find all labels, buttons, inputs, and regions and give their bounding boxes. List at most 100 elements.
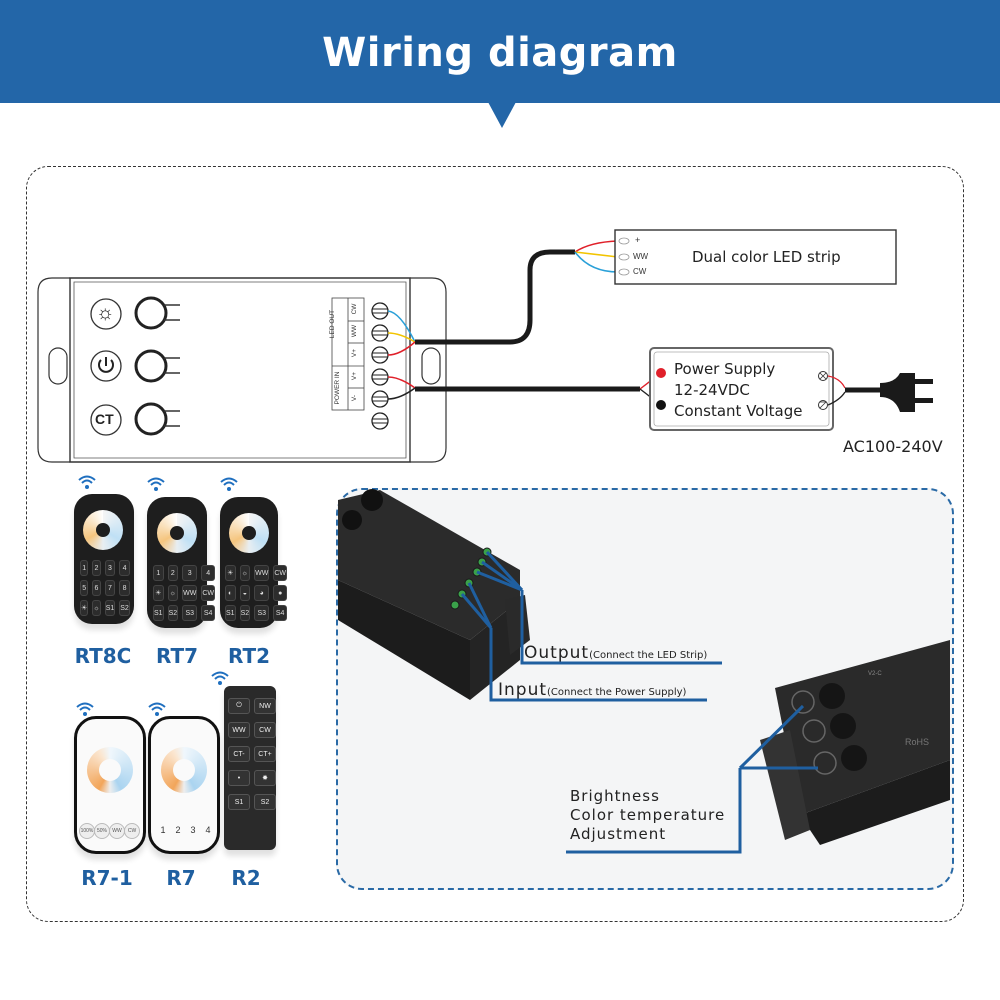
wifi-icon xyxy=(219,476,239,497)
key: 3 xyxy=(104,560,116,576)
psu-line-1: Power Supply xyxy=(674,360,776,378)
power-icon xyxy=(90,350,122,382)
key: CW xyxy=(124,823,140,839)
terminal-screws xyxy=(371,302,389,430)
key: WW xyxy=(182,585,198,601)
key: ☀ xyxy=(225,565,236,581)
pin-v-minus-in: V- xyxy=(351,394,358,402)
input-label: Input xyxy=(498,680,548,700)
header-banner: Wiring diagram xyxy=(0,0,1000,103)
key: S1 xyxy=(225,605,236,621)
model-label-rt2: RT2 xyxy=(227,644,271,668)
key: CT- xyxy=(228,746,250,762)
model-label-r2: R2 xyxy=(231,866,261,890)
pin-v-plus-in: V+ xyxy=(351,371,358,381)
pin-ww: WW xyxy=(351,324,358,338)
key: NW xyxy=(254,698,276,714)
key: S2 xyxy=(239,605,251,621)
ct-glyph: CT xyxy=(95,411,114,427)
key: S1 xyxy=(228,794,250,810)
key: S4 xyxy=(273,605,288,621)
key: S2 xyxy=(167,605,179,621)
strip-leads xyxy=(574,240,619,273)
key: ☼ xyxy=(239,565,251,581)
ac-voltage-label: AC100-240V xyxy=(843,437,943,456)
pin-v-plus-out: V+ xyxy=(351,348,358,358)
psu-line-3: Constant Voltage xyxy=(674,402,803,420)
led-cable xyxy=(415,249,575,345)
psu-line-2: 12-24VDC xyxy=(674,381,750,399)
diagram-frame xyxy=(26,166,964,922)
led-strip-box xyxy=(614,229,897,285)
wifi-icon xyxy=(147,701,167,722)
key: 4 xyxy=(119,560,130,576)
key: 1 xyxy=(80,560,89,576)
led-strip-title: Dual color LED strip xyxy=(692,248,841,266)
color-wheel xyxy=(157,513,197,553)
control-line-adjustment: Adjustment xyxy=(570,825,667,843)
ac-plug-icon xyxy=(827,373,933,412)
key: 6 xyxy=(92,580,101,596)
strip-pin-plus: + xyxy=(635,235,641,245)
knob-ct xyxy=(134,402,180,436)
model-label-rt8c: RT8C xyxy=(74,644,132,668)
key: CW xyxy=(273,565,288,581)
led-out-wires xyxy=(387,310,416,356)
key: ☼ xyxy=(92,600,101,616)
key: ☼ xyxy=(167,585,179,601)
banner-pointer xyxy=(488,102,516,128)
brightness-glyph: ☼ xyxy=(96,302,115,324)
strip-pin-ww: WW xyxy=(633,252,649,261)
wifi-icon xyxy=(77,474,97,495)
brightness-icon xyxy=(90,298,122,330)
key: CW xyxy=(201,585,216,601)
key: ◐ xyxy=(225,585,236,601)
key: S1 xyxy=(153,605,164,621)
key: 5 xyxy=(80,580,89,596)
key: 2 xyxy=(175,825,181,835)
color-wheel xyxy=(83,510,123,550)
key: CW xyxy=(254,722,276,738)
key: WW xyxy=(254,565,270,581)
color-wheel xyxy=(161,747,207,793)
wifi-icon xyxy=(146,476,166,497)
key: S1 xyxy=(104,600,116,616)
strip-pads xyxy=(618,237,630,276)
page-title: Wiring diagram xyxy=(322,30,678,76)
ct-icon xyxy=(90,404,122,436)
key: ⏻ xyxy=(228,698,250,714)
controller-outline xyxy=(37,277,447,463)
pin-cw: CW xyxy=(351,303,358,315)
key: 8 xyxy=(119,580,130,596)
control-line-brightness: Brightness xyxy=(570,787,660,805)
key: ☀ xyxy=(80,600,89,616)
key: • xyxy=(228,770,250,786)
knob-power xyxy=(134,349,180,383)
key: WW xyxy=(228,722,250,738)
model-label-r7-1: R7-1 xyxy=(81,866,133,890)
key: S3 xyxy=(254,605,270,621)
key: S3 xyxy=(182,605,198,621)
key: S2 xyxy=(119,600,130,616)
power-in-wires xyxy=(387,376,416,400)
input-note: (Connect the Power Supply) xyxy=(547,687,687,698)
key: 3 xyxy=(182,565,198,581)
wifi-icon xyxy=(75,701,95,722)
color-wheel xyxy=(87,747,133,793)
output-note: (Connect the LED Strip) xyxy=(589,650,708,661)
key: CT+ xyxy=(254,746,276,762)
output-callout: Output(Connect the LED Strip) xyxy=(524,643,707,663)
key: 4 xyxy=(205,825,211,835)
model-label-r7: R7 xyxy=(166,866,196,890)
